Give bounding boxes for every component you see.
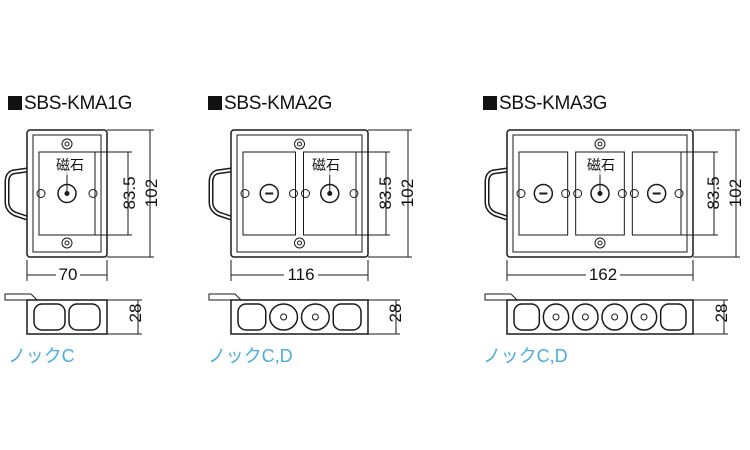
side-flange [208, 293, 243, 301]
mount-hole-icon [617, 189, 627, 198]
height-dimension: 102 [398, 178, 417, 208]
handle-inner [6, 169, 28, 219]
magnet-label: 磁石 [312, 155, 340, 175]
knock-d-icon [300, 303, 330, 331]
screw-hole-center [597, 240, 603, 246]
screw-hole-icon [594, 138, 606, 150]
knock-d-icon [601, 303, 629, 331]
mount-hole-icon [561, 189, 571, 198]
inner-height-dimension: 83.5 [376, 176, 395, 210]
knock-slot [652, 192, 661, 195]
knock-label: ノックC,D [483, 346, 568, 366]
product-title-3: SBS-KMA3G [483, 93, 607, 115]
title-text: SBS-KMA3G [499, 93, 608, 114]
knock-label: ノックC [8, 346, 75, 366]
knock-d-icon [571, 303, 599, 331]
handle-inner [210, 169, 232, 219]
knock-center [311, 313, 319, 321]
screw-hole-icon [294, 138, 305, 150]
knock-d-icon [542, 303, 570, 331]
screw-hole-center [297, 141, 302, 147]
box-inner-outline [236, 134, 363, 253]
knock-center [552, 313, 560, 321]
knock-center [280, 313, 288, 321]
mount-hole-icon [36, 189, 46, 198]
magnet-label: 磁石 [587, 155, 615, 175]
mount-hole-icon [349, 189, 359, 198]
knock-slot [265, 192, 274, 195]
mount-hole-icon [301, 189, 310, 198]
knock-d-icon [269, 303, 299, 331]
depth-dimension: 28 [126, 303, 145, 323]
knock-c-icon [659, 303, 687, 331]
square-bullet-icon [483, 96, 497, 110]
screw-hole-center [64, 240, 70, 246]
knock-c-icon [332, 303, 362, 331]
screw-hole-icon [594, 237, 606, 249]
knock-label: ノックC,D [208, 346, 293, 366]
knock-slot [539, 192, 548, 195]
product-title-2: SBS-KMA2G [208, 93, 332, 115]
side-view-body [230, 299, 369, 335]
square-bullet-icon [8, 96, 22, 110]
knock-center [611, 313, 619, 321]
magnet-label: 磁石 [56, 155, 84, 175]
title-text: SBS-KMA1G [24, 93, 133, 114]
screw-hole-icon [61, 237, 73, 249]
side-view-body [26, 299, 108, 335]
width-dimension: 162 [586, 265, 620, 285]
mount-hole-icon [240, 189, 250, 198]
knock-c-icon [513, 303, 541, 331]
knock-c-icon [237, 303, 267, 331]
side-view-body [506, 299, 694, 335]
knock-center [640, 313, 648, 321]
inner-height-dimension: 83.5 [704, 176, 723, 210]
handle-inner [486, 169, 508, 219]
mount-hole-icon [629, 189, 639, 198]
depth-dimension: 28 [712, 303, 731, 323]
gang-opening [518, 151, 569, 236]
mount-hole-icon [516, 189, 526, 198]
depth-dimension: 28 [386, 303, 405, 323]
box-inner-outline [32, 134, 102, 253]
square-bullet-icon [208, 96, 222, 110]
width-dimension: 116 [284, 265, 318, 285]
screw-hole-icon [294, 237, 305, 249]
gang-opening [631, 151, 682, 236]
screw-hole-icon [61, 138, 73, 150]
mount-hole-icon [289, 189, 298, 198]
mount-hole-icon [88, 189, 98, 198]
knock-c-icon [68, 303, 101, 331]
knock-center [581, 313, 589, 321]
width-dimension: 70 [56, 265, 80, 285]
screw-hole-center [64, 141, 70, 147]
height-dimension: 102 [142, 178, 161, 208]
height-dimension: 102 [726, 178, 745, 208]
mount-hole-icon [674, 189, 684, 198]
title-text: SBS-KMA2G [224, 93, 333, 114]
gang-opening [242, 151, 296, 236]
inner-height-dimension: 83.5 [120, 176, 139, 210]
side-flange [4, 293, 39, 301]
knock-c-icon [33, 303, 66, 331]
gang-opening [38, 151, 96, 236]
product-title-1: SBS-KMA1G [8, 93, 132, 115]
gang-opening [303, 151, 357, 236]
knock-d-icon [630, 303, 658, 331]
screw-hole-center [297, 240, 302, 246]
mount-hole-icon [573, 189, 583, 198]
box-inner-outline [512, 134, 688, 253]
gang-opening [575, 151, 625, 236]
side-flange [484, 293, 519, 301]
screw-hole-center [597, 141, 603, 147]
